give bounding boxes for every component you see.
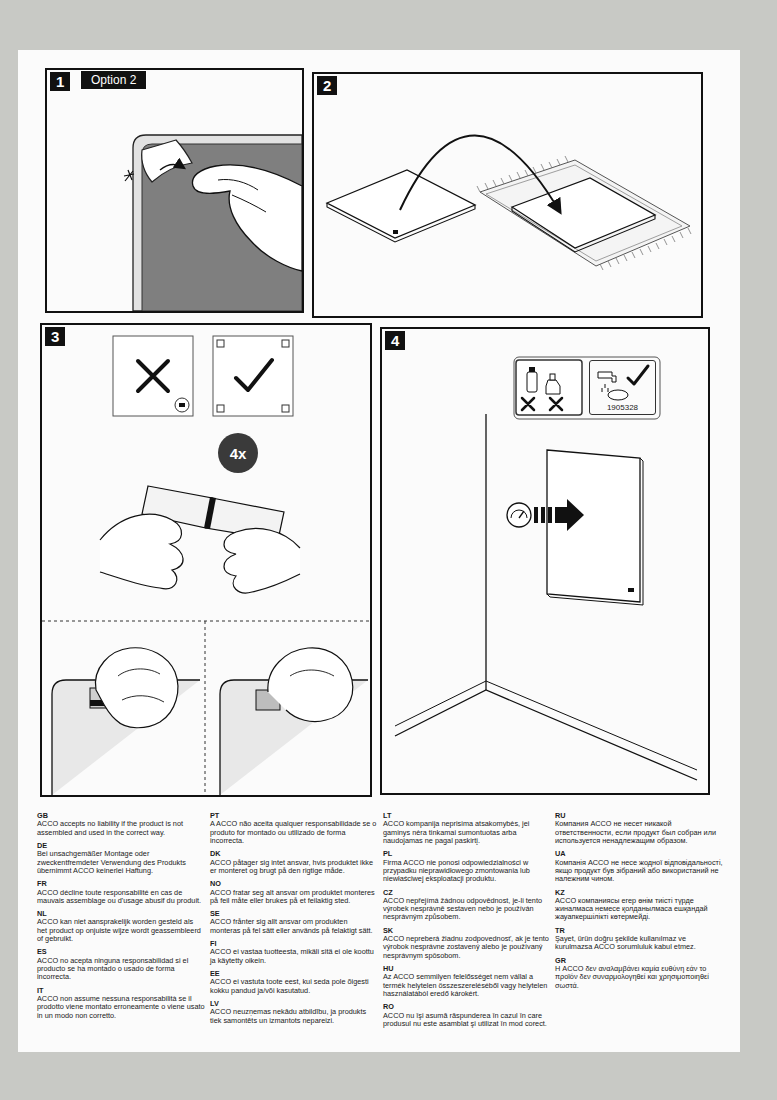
disclaimer-text: Компания ACCO не несет никакой ответстве… xyxy=(555,820,723,845)
step-number: 3 xyxy=(45,327,65,346)
disclaimer-text: ACCO kompanija neprisima atsakomybės, je… xyxy=(383,820,551,845)
disclaimer-text: ACCO kan niet aansprakelijk worden geste… xyxy=(37,918,205,943)
disclaimer-text: ACCO компаниясы егер өнім тиісті түрде ж… xyxy=(555,897,723,922)
tape-placement-illustration xyxy=(42,336,370,795)
disclaimer-text: ACCO nepřejímá žádnou odpovědnost, je-li… xyxy=(383,897,551,922)
option-tag: Option 2 xyxy=(80,70,147,90)
language-code: NL xyxy=(37,910,205,918)
language-code: FR xyxy=(37,880,205,888)
disclaimer-column: LTACCO kompanija neprisima atsakomybės, … xyxy=(383,812,551,1028)
language-code: EE xyxy=(210,970,378,978)
language-code: GR xyxy=(555,957,723,965)
disclaimer-text: ACCO påtager sig intet ansvar, hvis prod… xyxy=(210,859,378,876)
step-panel: 3 4x xyxy=(40,323,372,797)
disclaimer-text: Firma ACCO nie ponosi odpowiedzialności … xyxy=(383,859,551,884)
disclaimer-text: ACCO fratar seg alt ansvar om produktet … xyxy=(210,889,378,906)
step-number: 4 xyxy=(385,331,405,350)
language-code: HU xyxy=(383,965,551,973)
disclaimer-text: ACCO ei vastaa tuotteesta, mikäli sitä e… xyxy=(210,948,378,965)
step-panel: 4 1905328 xyxy=(380,327,710,795)
paper-sheet xyxy=(18,50,740,1052)
language-code: FI xyxy=(210,940,378,948)
language-code: SK xyxy=(383,927,551,935)
step-number: 1 xyxy=(50,72,70,91)
language-code: PL xyxy=(383,850,551,858)
disclaimer-text: ACCO ei vastuta toote eest, kui seda pol… xyxy=(210,978,378,995)
language-code: TR xyxy=(555,927,723,935)
disclaimer-text: ACCO décline toute responsabilité en cas… xyxy=(37,889,205,906)
step-panel: 1 Option 2 xyxy=(45,68,304,313)
disclaimer-text: ACCO non assume nessuna responsabilità s… xyxy=(37,995,205,1020)
language-code: CZ xyxy=(383,889,551,897)
disclaimer-text: ACCO no acepta ninguna responsabilidad s… xyxy=(37,957,205,982)
disclaimer-text: Bei unsachgemäßer Montage oder zweckentf… xyxy=(37,850,205,875)
language-code: DE xyxy=(37,842,205,850)
option-label: Option 2 xyxy=(91,72,136,88)
disclaimer-text: ACCO nepreberá žiadnu zodpovednosť, ak j… xyxy=(383,935,551,960)
count-label: 4x xyxy=(230,445,247,462)
disclaimer-text: Компанія ACCO не несе жодної відповідаль… xyxy=(555,859,723,884)
language-code: SE xyxy=(210,910,378,918)
language-code: ES xyxy=(37,948,205,956)
language-code: RU xyxy=(555,812,723,820)
disclaimer-text: ACCO neuzņemas nekādu atbildību, ja prod… xyxy=(210,1008,378,1025)
language-code: KZ xyxy=(555,889,723,897)
disclaimer-text: A ACCO não aceita qualquer responsabilid… xyxy=(210,820,378,845)
language-code: PT xyxy=(210,812,378,820)
cleaning-icon-box: 1905328 xyxy=(589,360,656,415)
article-number: 1905328 xyxy=(607,403,638,414)
disclaimer-text: Şayet, ürün doğru şekilde kullanılmaz ve… xyxy=(555,935,723,952)
disclaimer-column: GBACCO accepts no liability if the produ… xyxy=(37,812,205,1020)
disclaimer-text: ACCO frånter sig allt ansvar om produkte… xyxy=(210,918,378,935)
step-number: 2 xyxy=(317,76,337,95)
disclaimer-column: PTA ACCO não aceita qualquer responsabil… xyxy=(210,812,378,1025)
language-code: NO xyxy=(210,880,378,888)
language-code: GB xyxy=(37,812,205,820)
language-code: LT xyxy=(383,812,551,820)
peel-film-illustration xyxy=(124,135,302,311)
language-code: LV xyxy=(210,1000,378,1008)
language-code: DK xyxy=(210,850,378,858)
disclaimer-text: ACCO nu îşi asumă răspunderea în cazul î… xyxy=(383,1012,551,1029)
disclaimer-text: Az ACCO semmilyen felelősséget nem válla… xyxy=(383,973,551,998)
disclaimer-text: Η ACCO δεν αναλαμβάνει καμία ευθύνη εάν … xyxy=(555,965,723,990)
count-badge: 4x xyxy=(218,433,258,473)
disclaimer-text: ACCO accepts no liability if the product… xyxy=(37,820,205,837)
wall-mount-illustration xyxy=(395,357,697,780)
language-code: RO xyxy=(383,1003,551,1011)
move-board-illustration xyxy=(327,135,691,270)
disclaimer-column: RUКомпания ACCO не несет никакой ответст… xyxy=(555,812,723,990)
language-code: IT xyxy=(37,987,205,995)
step-panel: 2 xyxy=(312,72,703,318)
language-code: UA xyxy=(555,850,723,858)
